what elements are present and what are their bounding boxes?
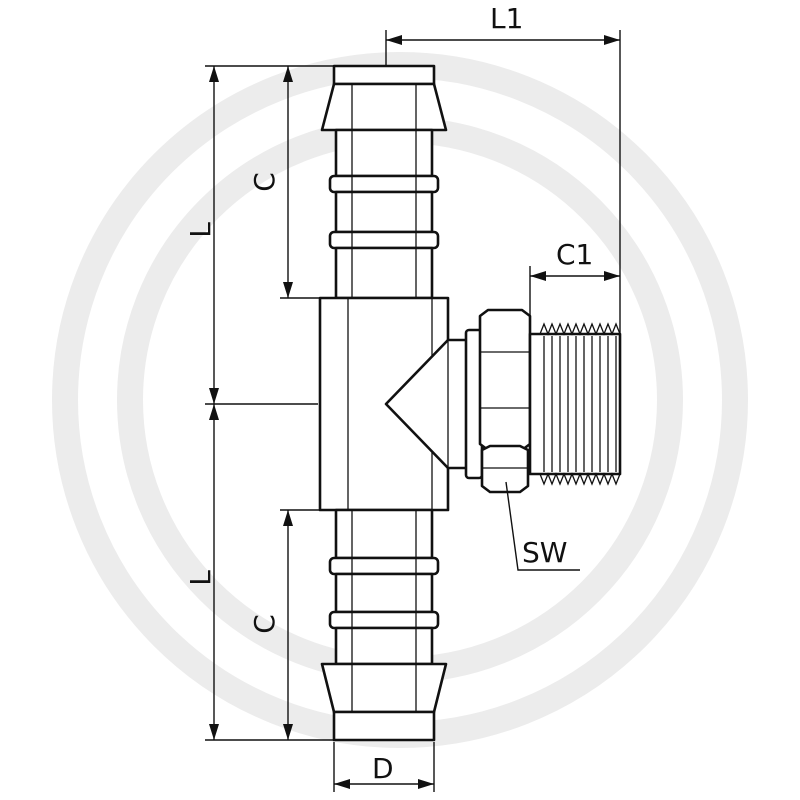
top-hose-barb xyxy=(320,64,448,300)
tee-fitting xyxy=(318,64,622,742)
dimension-c-top xyxy=(283,66,293,298)
dimension-labels: L1 C1 L C L C SW D xyxy=(184,2,593,785)
dimension-c-bottom xyxy=(283,510,293,740)
label-sw: SW xyxy=(522,536,567,569)
label-c1: C1 xyxy=(556,238,593,271)
dimension-l1 xyxy=(385,30,621,334)
label-c-bottom: C xyxy=(248,614,281,634)
label-l-bottom: L xyxy=(184,570,217,586)
label-l1: L1 xyxy=(490,2,523,35)
sw-leader xyxy=(505,481,580,571)
dimension-l-bottom xyxy=(209,404,219,740)
label-d: D xyxy=(372,752,394,785)
hex-nut-sw xyxy=(478,308,532,494)
bottom-hose-barb xyxy=(320,508,448,742)
label-l-top: L xyxy=(184,222,217,238)
dimension-lines xyxy=(205,30,621,792)
dimension-c1 xyxy=(529,266,620,322)
label-c-top: C xyxy=(248,172,281,192)
dimension-l-top xyxy=(209,66,219,404)
male-thread xyxy=(528,322,622,486)
dimension-d xyxy=(333,742,435,792)
